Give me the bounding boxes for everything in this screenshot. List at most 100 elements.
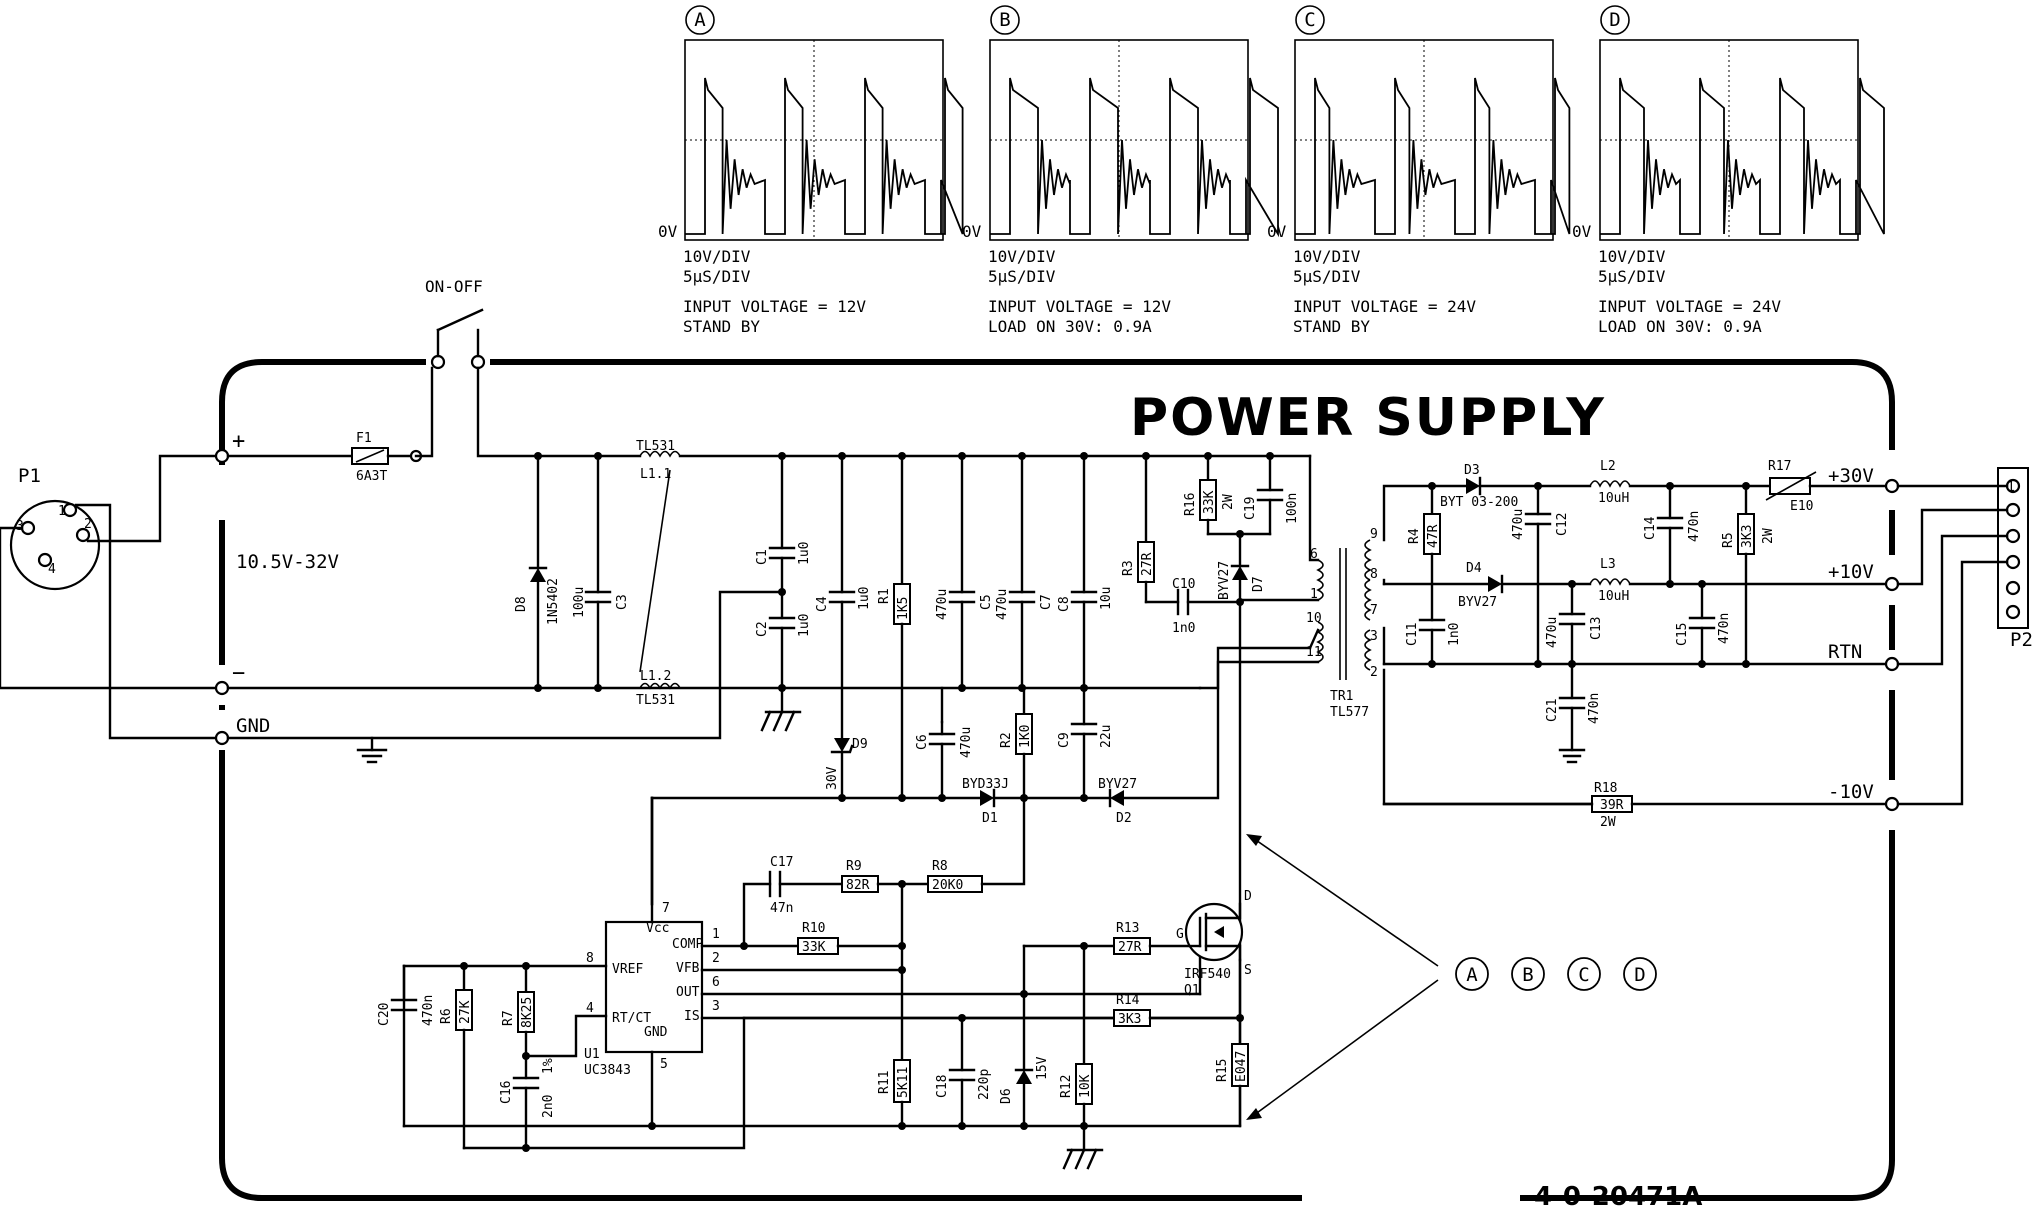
out-rtn: RTN — [1828, 641, 1862, 663]
svg-text:47R: 47R — [1426, 524, 1441, 548]
scope-b-tdiv: 5µS/DIV — [988, 267, 1056, 286]
scope-d-cond1: INPUT VOLTAGE = 24V — [1598, 297, 1781, 316]
svg-text:R4: R4 — [1407, 528, 1422, 544]
scope-d-cond2: LOAD ON 30V: 0.9A — [1598, 317, 1762, 336]
svg-text:2: 2 — [1370, 665, 1378, 680]
svg-text:3K3: 3K3 — [1740, 525, 1755, 548]
svg-text:IS: IS — [684, 1009, 700, 1024]
svg-text:R3: R3 — [1121, 560, 1136, 576]
p1-label: P1 — [18, 465, 41, 487]
svg-text:D9: D9 — [852, 737, 868, 752]
res-r11: 5K11 R11 — [877, 1059, 911, 1128]
svg-text:U1: U1 — [584, 1047, 600, 1062]
scope-c-zero: 0V — [1267, 222, 1287, 241]
scope-d-waveform — [1600, 77, 1885, 235]
scope-a-zero: 0V — [658, 222, 678, 241]
svg-text:R16: R16 — [1183, 493, 1198, 516]
svg-text:D6: D6 — [999, 1088, 1014, 1104]
svg-text:C20: C20 — [377, 1003, 392, 1026]
svg-text:7: 7 — [1370, 603, 1378, 618]
svg-text:C9: C9 — [1057, 732, 1072, 748]
cap-c6: C6 470u — [915, 686, 974, 800]
diode-d1: BYD33J D1 — [962, 777, 1009, 826]
scope-c-cond2: STAND BY — [1293, 317, 1370, 336]
svg-text:R9: R9 — [846, 859, 862, 874]
svg-text:10u: 10u — [1099, 587, 1114, 610]
chassis-gnd-1 — [760, 686, 802, 732]
mosfet-q1: G D S IRF540 Q1 — [1176, 889, 1252, 998]
probe-pointers — [1246, 834, 1439, 1120]
svg-text:C15: C15 — [1675, 623, 1690, 646]
svg-text:L1.2: L1.2 — [640, 669, 671, 684]
svg-text:VREF: VREF — [612, 962, 643, 977]
svg-text:D1: D1 — [982, 811, 998, 826]
cap-c3: 100u C3 — [572, 454, 630, 690]
svg-text:100u: 100u — [572, 587, 587, 618]
svg-text:C21: C21 — [1545, 699, 1560, 722]
svg-text:47n: 47n — [770, 901, 793, 916]
svg-text:470n: 470n — [421, 995, 436, 1026]
scope-c-id: C — [1304, 9, 1315, 31]
svg-text:R8: R8 — [932, 859, 948, 874]
svg-text:UC3843: UC3843 — [584, 1063, 631, 1078]
svg-text:C1: C1 — [755, 549, 770, 565]
scope-d-vdiv: 10V/DIV — [1598, 247, 1666, 266]
cap-c16: C16 2n0 1% — [499, 1058, 556, 1150]
svg-text:R15: R15 — [1215, 1059, 1230, 1082]
svg-text:8K25: 8K25 — [520, 997, 535, 1028]
svg-text:R7: R7 — [501, 1010, 516, 1026]
out-10v: +10V — [1828, 561, 1874, 583]
svg-text:C13: C13 — [1589, 617, 1604, 640]
scope-a-vdiv: 10V/DIV — [683, 247, 751, 266]
svg-text:470n: 470n — [1587, 693, 1602, 724]
res-r5: 3K3 R5 2W — [1721, 484, 1776, 666]
cap-c20: C20 470n — [377, 964, 436, 1026]
svg-text:C12: C12 — [1555, 513, 1570, 536]
svg-text:470n: 470n — [1687, 511, 1702, 542]
cap-c19: C19 100n — [1243, 454, 1300, 536]
cap-c17: C17 47n — [768, 855, 793, 916]
probe-d: D — [1634, 964, 1645, 986]
svg-text:C3: C3 — [615, 594, 630, 610]
scope-c: C 0V 10V/DIV 5µS/DIV INPUT VOLTAGE = 24V… — [1267, 5, 1571, 336]
svg-text:10: 10 — [1306, 611, 1322, 626]
diode-d2: BYV27 D2 — [1098, 777, 1137, 826]
svg-text:1: 1 — [2007, 480, 2015, 495]
res-r13: R13 27R — [1082, 921, 1192, 955]
scope-b: B 0V 10V/DIV 5µS/DIV INPUT VOLTAGE = 12V… — [962, 5, 1279, 336]
scope-a-cond1: INPUT VOLTAGE = 12V — [683, 297, 866, 316]
svg-text:2: 2 — [712, 951, 720, 966]
scope-b-zero: 0V — [962, 222, 982, 241]
svg-text:82R: 82R — [846, 878, 870, 893]
cap-c18: C18 220p — [935, 1016, 992, 1128]
svg-text:D4: D4 — [1466, 561, 1482, 576]
svg-text:BYV27: BYV27 — [1217, 561, 1232, 600]
svg-text:R12: R12 — [1059, 1075, 1074, 1098]
probe-b: B — [1522, 964, 1533, 986]
connector-p2: 1 P2 — [1997, 467, 2032, 651]
res-r2: 1K0 R2 — [999, 686, 1033, 800]
svg-text:D8: D8 — [514, 596, 529, 612]
svg-text:9: 9 — [1370, 527, 1378, 542]
svg-text:C2: C2 — [755, 621, 770, 637]
svg-text:6A3T: 6A3T — [356, 469, 387, 484]
cap-c5: 470u C5 — [935, 454, 994, 690]
cap-c4: C4 1u0 — [815, 454, 872, 740]
diode-d3: D3 BYT 03-200 — [1440, 463, 1518, 510]
svg-text:D7: D7 — [1251, 576, 1266, 592]
svg-text:VFB: VFB — [676, 961, 700, 976]
svg-text:1u0: 1u0 — [797, 542, 812, 565]
svg-text:1u0: 1u0 — [797, 614, 812, 637]
svg-text:BYD33J: BYD33J — [962, 777, 1009, 792]
svg-text:BYV27: BYV27 — [1458, 595, 1497, 610]
res-r16: 33K R16 2W — [1183, 454, 1236, 536]
svg-text:3: 3 — [712, 999, 720, 1014]
svg-text:6: 6 — [1310, 547, 1318, 562]
scope-d-id: D — [1609, 9, 1620, 31]
svg-text:R10: R10 — [802, 921, 825, 936]
svg-text:BYV27: BYV27 — [1098, 777, 1137, 792]
board-frame — [219, 359, 1895, 1201]
scope-a-tdiv: 5µS/DIV — [683, 267, 751, 286]
transformer-tr1: 6 1 10 11 9 8 7 3 2 TR1 TL577 — [1198, 454, 1378, 720]
svg-text:2W: 2W — [1600, 815, 1616, 830]
